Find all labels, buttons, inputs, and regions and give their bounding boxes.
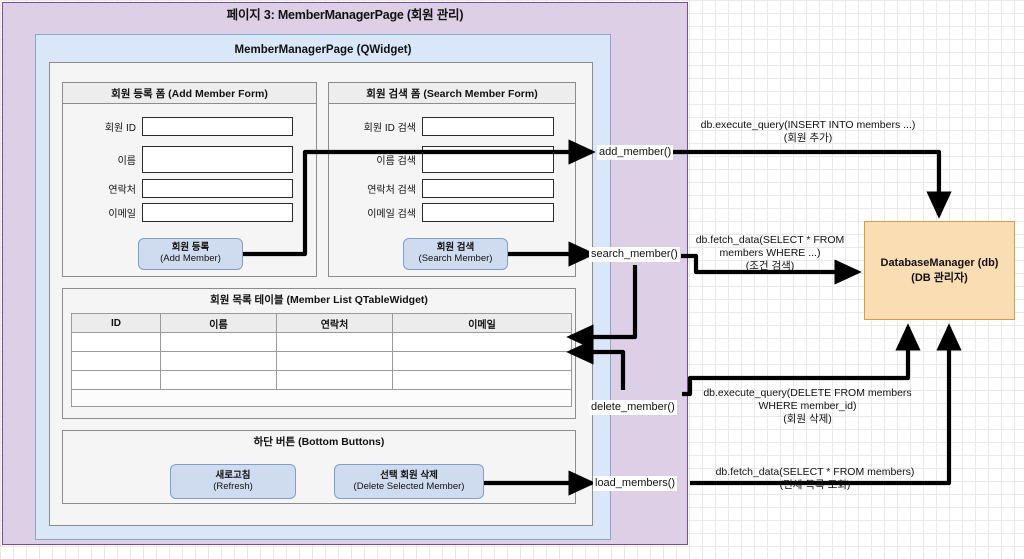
search-form-row-name: 이름 검색 bbox=[336, 146, 571, 173]
refresh-button-label-en: (Refresh) bbox=[213, 480, 253, 492]
table-cell-email bbox=[392, 370, 572, 390]
method-label-add-member: add_member() bbox=[597, 145, 674, 160]
widget-title: MemberManagerPage (QWidget) bbox=[234, 44, 412, 56]
bottom-buttons-title: 하단 버튼 (Bottom Buttons) bbox=[63, 431, 575, 452]
table-col-email: 이메일 bbox=[392, 313, 572, 333]
delete-button-label-ko: 선택 회원 삭제 bbox=[380, 469, 438, 481]
method-label-load-members: load_members() bbox=[593, 476, 678, 491]
search-form-input-email[interactable] bbox=[422, 203, 554, 222]
add-member-button-label-en: (Add Member) bbox=[160, 253, 221, 264]
add-form-row-member-id: 회원 ID bbox=[72, 117, 307, 136]
table-cell-email bbox=[392, 332, 572, 352]
delete-button-label-en: (Delete Selected Member) bbox=[353, 480, 465, 492]
flow-label-insert-line1: db.execute_query(INSERT INTO members ...… bbox=[700, 119, 916, 131]
search-form-row-email: 이메일 검색 bbox=[336, 203, 571, 222]
add-member-button-label-ko: 회원 등록 bbox=[171, 242, 210, 254]
table-cell-name bbox=[160, 332, 277, 352]
refresh-button-label-ko: 새로고침 bbox=[215, 469, 251, 481]
refresh-button[interactable]: 새로고침 (Refresh) bbox=[170, 464, 296, 499]
flow-label-select-where: db.fetch_data(SELECT * FROM members WHER… bbox=[684, 234, 856, 273]
add-form-label-email: 이메일 bbox=[108, 209, 136, 220]
search-form-label-phone: 연락처 검색 bbox=[367, 185, 416, 196]
search-member-button-label-en: (Search Member) bbox=[418, 253, 493, 264]
method-label-delete-member: delete_member() bbox=[589, 400, 677, 415]
search-form-input-member-id[interactable] bbox=[422, 117, 554, 136]
flow-label-delete: db.execute_query(DELETE FROM members WHE… bbox=[686, 387, 929, 426]
flow-label-select-where-line2: members WHERE ...) bbox=[719, 247, 821, 259]
search-form-input-name[interactable] bbox=[422, 146, 554, 173]
table-cell-name bbox=[160, 351, 277, 371]
add-form-row-phone: 연락처 bbox=[72, 179, 307, 198]
flow-label-delete-line3: (회원 삭제) bbox=[783, 413, 832, 425]
search-form-input-phone[interactable] bbox=[422, 179, 554, 198]
table-header-row: ID 이름 연락처 이메일 bbox=[71, 313, 572, 333]
flow-label-select-where-line1: db.fetch_data(SELECT * FROM bbox=[695, 234, 845, 246]
table-row[interactable] bbox=[71, 332, 572, 352]
flow-label-select-all-line1: db.fetch_data(SELECT * FROM members) bbox=[715, 466, 915, 478]
page-title: 페이지 3: MemberManagerPage (회원 관리) bbox=[226, 8, 464, 22]
add-form-row-email: 이메일 bbox=[72, 203, 307, 222]
search-form-label-name: 이름 검색 bbox=[376, 156, 416, 167]
add-form-input-phone[interactable] bbox=[142, 179, 293, 198]
search-form-row-phone: 연락처 검색 bbox=[336, 179, 571, 198]
table-cell-id bbox=[71, 370, 161, 390]
flow-label-select-all: db.fetch_data(SELECT * FROM members) (전체… bbox=[690, 466, 940, 492]
add-form-input-email[interactable] bbox=[142, 203, 293, 222]
flow-label-select-where-line3: (조건 검색) bbox=[745, 260, 795, 272]
table-cell-name bbox=[160, 370, 277, 390]
bottom-buttons-panel: 하단 버튼 (Bottom Buttons) bbox=[62, 430, 576, 504]
flow-label-delete-line2: WHERE member_id) bbox=[758, 400, 857, 412]
method-label-search-member: search_member() bbox=[589, 247, 680, 262]
add-form-input-name[interactable] bbox=[142, 146, 293, 173]
table-cell-email bbox=[392, 351, 572, 371]
search-form-row-member-id: 회원 ID 검색 bbox=[336, 117, 571, 136]
database-manager-box: DatabaseManager (db) (DB 관리자) bbox=[864, 221, 1015, 320]
table-cell-id bbox=[71, 351, 161, 371]
add-member-button[interactable]: 회원 등록 (Add Member) bbox=[138, 238, 243, 270]
table-cell-phone bbox=[276, 332, 393, 352]
add-form-label-name: 이름 bbox=[117, 156, 136, 167]
table-row[interactable] bbox=[71, 370, 572, 390]
search-form-label-member-id: 회원 ID 검색 bbox=[363, 123, 416, 134]
delete-selected-member-button[interactable]: 선택 회원 삭제 (Delete Selected Member) bbox=[334, 464, 484, 499]
table-col-name: 이름 bbox=[160, 313, 277, 333]
table-cell-id bbox=[71, 332, 161, 352]
search-member-button[interactable]: 회원 검색 (Search Member) bbox=[403, 238, 508, 270]
member-list-table[interactable]: ID 이름 연락처 이메일 bbox=[71, 313, 572, 407]
table-empty-row bbox=[71, 389, 572, 407]
add-form-label-member-id: 회원 ID bbox=[104, 123, 136, 134]
database-manager-label-en: DatabaseManager (db) bbox=[880, 257, 999, 270]
flow-label-delete-line1: db.execute_query(DELETE FROM members bbox=[703, 387, 912, 399]
table-col-id: ID bbox=[71, 313, 161, 333]
table-cell-phone bbox=[276, 370, 393, 390]
flow-label-select-all-line2: (전체 목록 조회) bbox=[779, 479, 851, 491]
flow-label-insert: db.execute_query(INSERT INTO members ...… bbox=[686, 119, 930, 145]
add-form-input-member-id[interactable] bbox=[142, 117, 293, 136]
add-form-row-name: 이름 bbox=[72, 146, 307, 173]
member-list-title: 회원 목록 테이블 (Member List QTableWidget) bbox=[63, 289, 575, 310]
table-cell-phone bbox=[276, 351, 393, 371]
search-form-label-email: 이메일 검색 bbox=[367, 209, 416, 220]
table-row[interactable] bbox=[71, 351, 572, 371]
add-member-form-title: 회원 등록 폼 (Add Member Form) bbox=[63, 83, 316, 104]
add-form-label-phone: 연락처 bbox=[108, 185, 136, 196]
database-manager-label-ko: (DB 관리자) bbox=[911, 271, 968, 284]
flow-label-insert-line2: (회원 추가) bbox=[783, 132, 833, 144]
table-col-phone: 연락처 bbox=[276, 313, 393, 333]
search-member-form-title: 회원 검색 폼 (Search Member Form) bbox=[329, 83, 575, 104]
